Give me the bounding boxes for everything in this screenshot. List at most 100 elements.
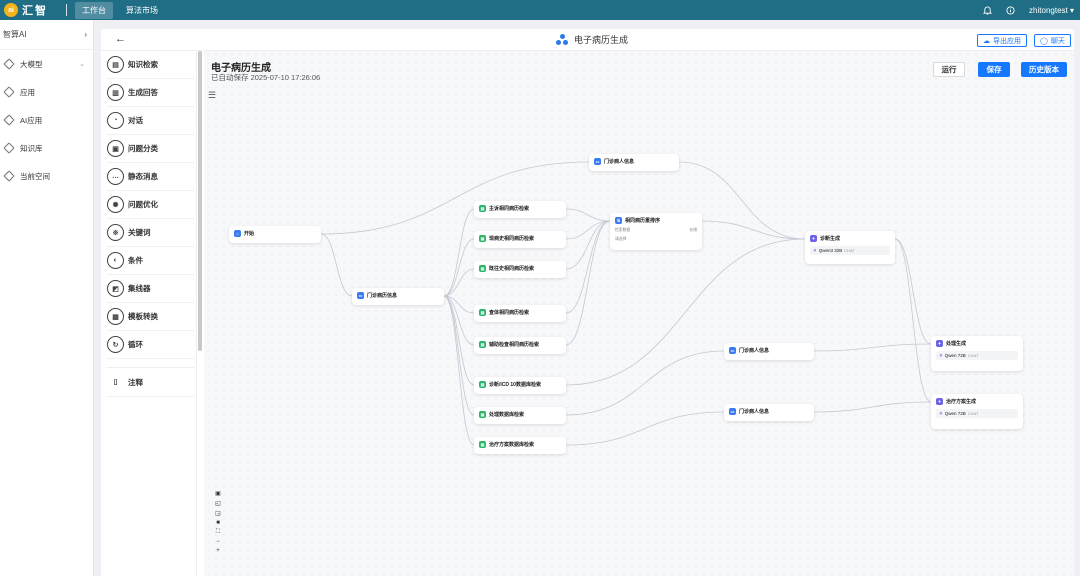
node-title: 处理生成 [946,341,967,347]
sidebar-item-knowledge-base[interactable]: 知识库 [0,134,93,162]
node-aux-exam-search[interactable]: ▤辅助检查相同病历检索 [474,337,566,354]
sidebar-item-current-space[interactable]: 当前空间 [0,162,93,190]
node-past-history-search[interactable]: ▤既往史相同病历检索 [474,261,566,278]
brand-logo[interactable]: ai 汇智 [4,2,66,18]
palette-item[interactable]: ※关键词 [107,219,194,247]
caret-down-icon: ▾ [1067,5,1074,15]
history-version-button[interactable]: 历史版本 [1021,62,1067,77]
sidebar-item-apps[interactable]: 应用 [0,78,93,106]
node-title: 门诊病人信息 [739,409,770,415]
connection-line [443,238,475,297]
palette-item[interactable]: ▥生成回答 [107,79,194,107]
palette-item-label: 条件 [128,256,143,265]
zoom-out-icon[interactable]: − [216,539,220,545]
bell-icon[interactable] [983,5,993,15]
node-present-illness-search[interactable]: ▤现病史相同病历检索 [474,231,566,248]
cube-icon [3,170,15,182]
node-param-tag: 存储 [689,228,697,232]
lock-icon[interactable]: ■ [216,520,220,526]
node-param-select[interactable]: 请选择 [615,237,627,241]
app-title: 电子病历生成 [556,33,628,46]
workspace-name: 智算AI [3,30,27,39]
node-chief-complaint-search[interactable]: ▤主诉相同病历检索 [474,201,566,218]
palette-scrollbar[interactable] [198,51,202,351]
fit-view-icon[interactable]: ◱ [215,501,221,507]
back-arrow-icon[interactable]: ← [115,33,126,45]
node-title: 门诊病人信息 [739,348,770,354]
info-node-icon: ▭ [729,347,736,354]
palette-item[interactable]: ▤知识检索 [107,51,194,79]
user-menu[interactable]: zhitongtest ▾ [1029,6,1074,15]
cube-icon [3,114,15,126]
connection-line [894,238,932,345]
layout-icon[interactable]: ◲ [215,511,221,517]
node-outpatient-info[interactable]: ▭门诊病历信息 [352,288,444,305]
palette-node-icon: ※ [107,224,124,241]
node-start[interactable]: ⌂开始 [229,226,321,243]
nav-tab-workbench[interactable]: 工作台 [75,1,113,19]
sidebar-item-llm[interactable]: 大模型⌄ [0,50,93,78]
cube-icon [3,86,15,98]
palette-item[interactable]: ▦模板转换 [107,303,194,331]
palette-item[interactable]: ◔对话 [107,107,194,135]
info-icon[interactable] [1006,5,1015,15]
model-logo-icon: ✕ [813,247,817,253]
minimap-icon[interactable]: ▣ [215,491,221,497]
node-diagnosis-icd-search[interactable]: ▤诊断/ICD 10数据库检索 [474,377,566,394]
node-physical-exam-search[interactable]: ▤查体相同病历检索 [474,305,566,322]
connection-line [565,238,806,386]
sidebar-item-label: 知识库 [20,143,43,153]
palette-item[interactable]: ◐ 条件 [107,247,194,275]
palette-item-label: 集线器 [128,284,151,293]
palette-node-icon: ◐ [107,252,124,269]
top-bar: ai 汇智 工作台 算法市场 zhitongtest ▾ [0,0,1080,20]
connection-lines [320,161,932,446]
palette-item[interactable]: ↻循环 [107,331,194,359]
node-outpatient-info-mid[interactable]: ▭门诊病人信息 [724,343,814,360]
run-button[interactable]: 运行 [933,62,965,77]
search-node-icon: ▤ [479,309,486,316]
node-title: 辅助检查相同病历检索 [489,342,540,348]
save-button[interactable]: 保存 [978,62,1010,77]
node-title: 开始 [244,231,255,237]
palette-item-label: 注释 [128,377,143,387]
sidebar-item-ai-apps[interactable]: AI应用 [0,106,93,134]
palette-node-icon: ◔ [107,112,124,129]
node-outpatient-info-top[interactable]: ▭门诊病人信息 [589,154,679,171]
search-node-icon: ▤ [479,411,486,418]
workspace-switcher[interactable]: 智算AI › [0,20,93,50]
list-icon[interactable]: ☰ [208,90,217,100]
autosave-status: 已自动保存 2025-07-10 17:26:06 [211,73,321,82]
palette-item[interactable]: ◩ 集线器 [107,275,194,303]
workflow-canvas[interactable] [204,51,1074,576]
node-treatment-db-search[interactable]: ▤处理数据库检索 [474,407,566,424]
export-app-label: 导出应用 [993,37,1021,45]
palette-item[interactable]: ✺问题优化 [107,191,194,219]
search-node-icon: ▤ [479,381,486,388]
fullscreen-icon[interactable]: ⛶ [215,529,221,535]
palette-item[interactable]: ▣问题分类 [107,135,194,163]
node-case-rerank[interactable]: ⇅相同病历重排序 检索数据 存储 请选择 [610,213,702,250]
connection-line [565,208,611,222]
node-outpatient-info-low[interactable]: ▭门诊病人信息 [724,404,814,421]
palette-node-icon: ◩ [107,280,124,297]
connection-line [894,238,932,403]
info-node-icon: ▭ [357,292,364,299]
nav-tab-algorithm-market[interactable]: 算法市场 [126,5,158,15]
zoom-in-icon[interactable]: + [216,548,220,554]
export-app-button[interactable]: ☁导出应用 [977,34,1027,47]
connection-line [320,161,590,235]
node-plan-db-search[interactable]: ▤治疗方案数据库检索 [474,437,566,454]
chat-button[interactable]: ◯聊天 [1034,34,1071,47]
palette-item-label: 问题分类 [128,144,158,153]
palette-item[interactable]: …静态消息 [107,163,194,191]
node-title: 现病史相同病历检索 [489,236,535,242]
palette-item-note[interactable]: ▯注释 [107,367,194,397]
connection-line [320,233,353,297]
